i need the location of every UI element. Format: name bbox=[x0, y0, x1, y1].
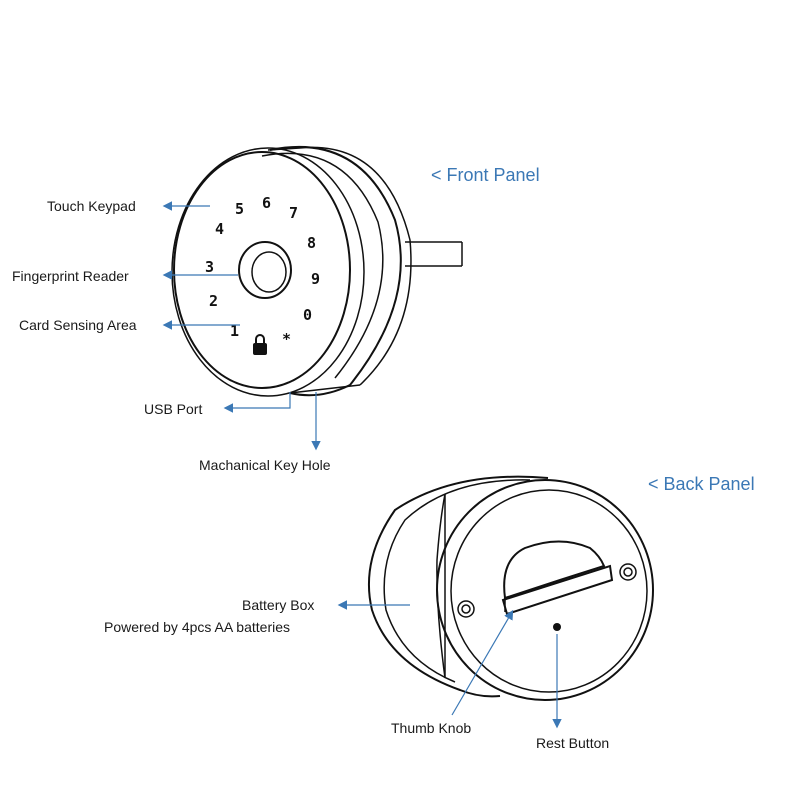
fingerprint-sensor-inner bbox=[251, 251, 287, 293]
label-reset-button: Rest Button bbox=[536, 735, 609, 751]
fingerprint-sensor bbox=[238, 241, 292, 299]
back-callouts: Battery Box Powered by 4pcs AA batteries… bbox=[104, 597, 609, 751]
back-panel-title: < Back Panel bbox=[648, 474, 755, 494]
key-5: 5 bbox=[235, 200, 244, 218]
key-4: 4 bbox=[215, 220, 224, 238]
key-0: 0 bbox=[303, 306, 312, 324]
front-lock-body bbox=[261, 146, 412, 397]
label-fingerprint-reader: Fingerprint Reader bbox=[12, 268, 129, 284]
thumb-knob bbox=[501, 540, 614, 616]
back-face bbox=[436, 479, 654, 701]
screw-left bbox=[457, 600, 475, 618]
battery-box bbox=[367, 475, 549, 698]
label-battery-box: Battery Box bbox=[242, 597, 314, 613]
spindle bbox=[405, 241, 463, 267]
front-face bbox=[173, 151, 351, 389]
back-face-rim bbox=[450, 489, 648, 693]
key-2: 2 bbox=[209, 292, 218, 310]
label-battery-note: Powered by 4pcs AA batteries bbox=[104, 619, 290, 635]
front-callouts: Touch Keypad Fingerprint Reader Card Sen… bbox=[12, 198, 331, 473]
label-usb-port: USB Port bbox=[144, 401, 202, 417]
lock-icon bbox=[253, 334, 267, 355]
label-key-hole: Machanical Key Hole bbox=[199, 457, 331, 473]
front-panel-title: < Front Panel bbox=[431, 165, 540, 185]
key-6: 6 bbox=[262, 194, 271, 212]
key-9: 9 bbox=[311, 270, 320, 288]
label-thumb-knob: Thumb Knob bbox=[391, 720, 471, 736]
front-panel-drawing: 5 6 7 4 8 3 9 2 0 1 * bbox=[171, 146, 463, 397]
key-1: 1 bbox=[230, 322, 239, 340]
screw-right bbox=[619, 563, 637, 581]
reset-button bbox=[553, 623, 561, 631]
key-3: 3 bbox=[205, 258, 214, 276]
key-7: 7 bbox=[289, 204, 298, 222]
back-panel-drawing bbox=[367, 475, 654, 701]
label-touch-keypad: Touch Keypad bbox=[47, 198, 136, 214]
label-card-sensing-area: Card Sensing Area bbox=[19, 317, 137, 333]
key-8: 8 bbox=[307, 234, 316, 252]
key-star: * bbox=[282, 330, 291, 348]
